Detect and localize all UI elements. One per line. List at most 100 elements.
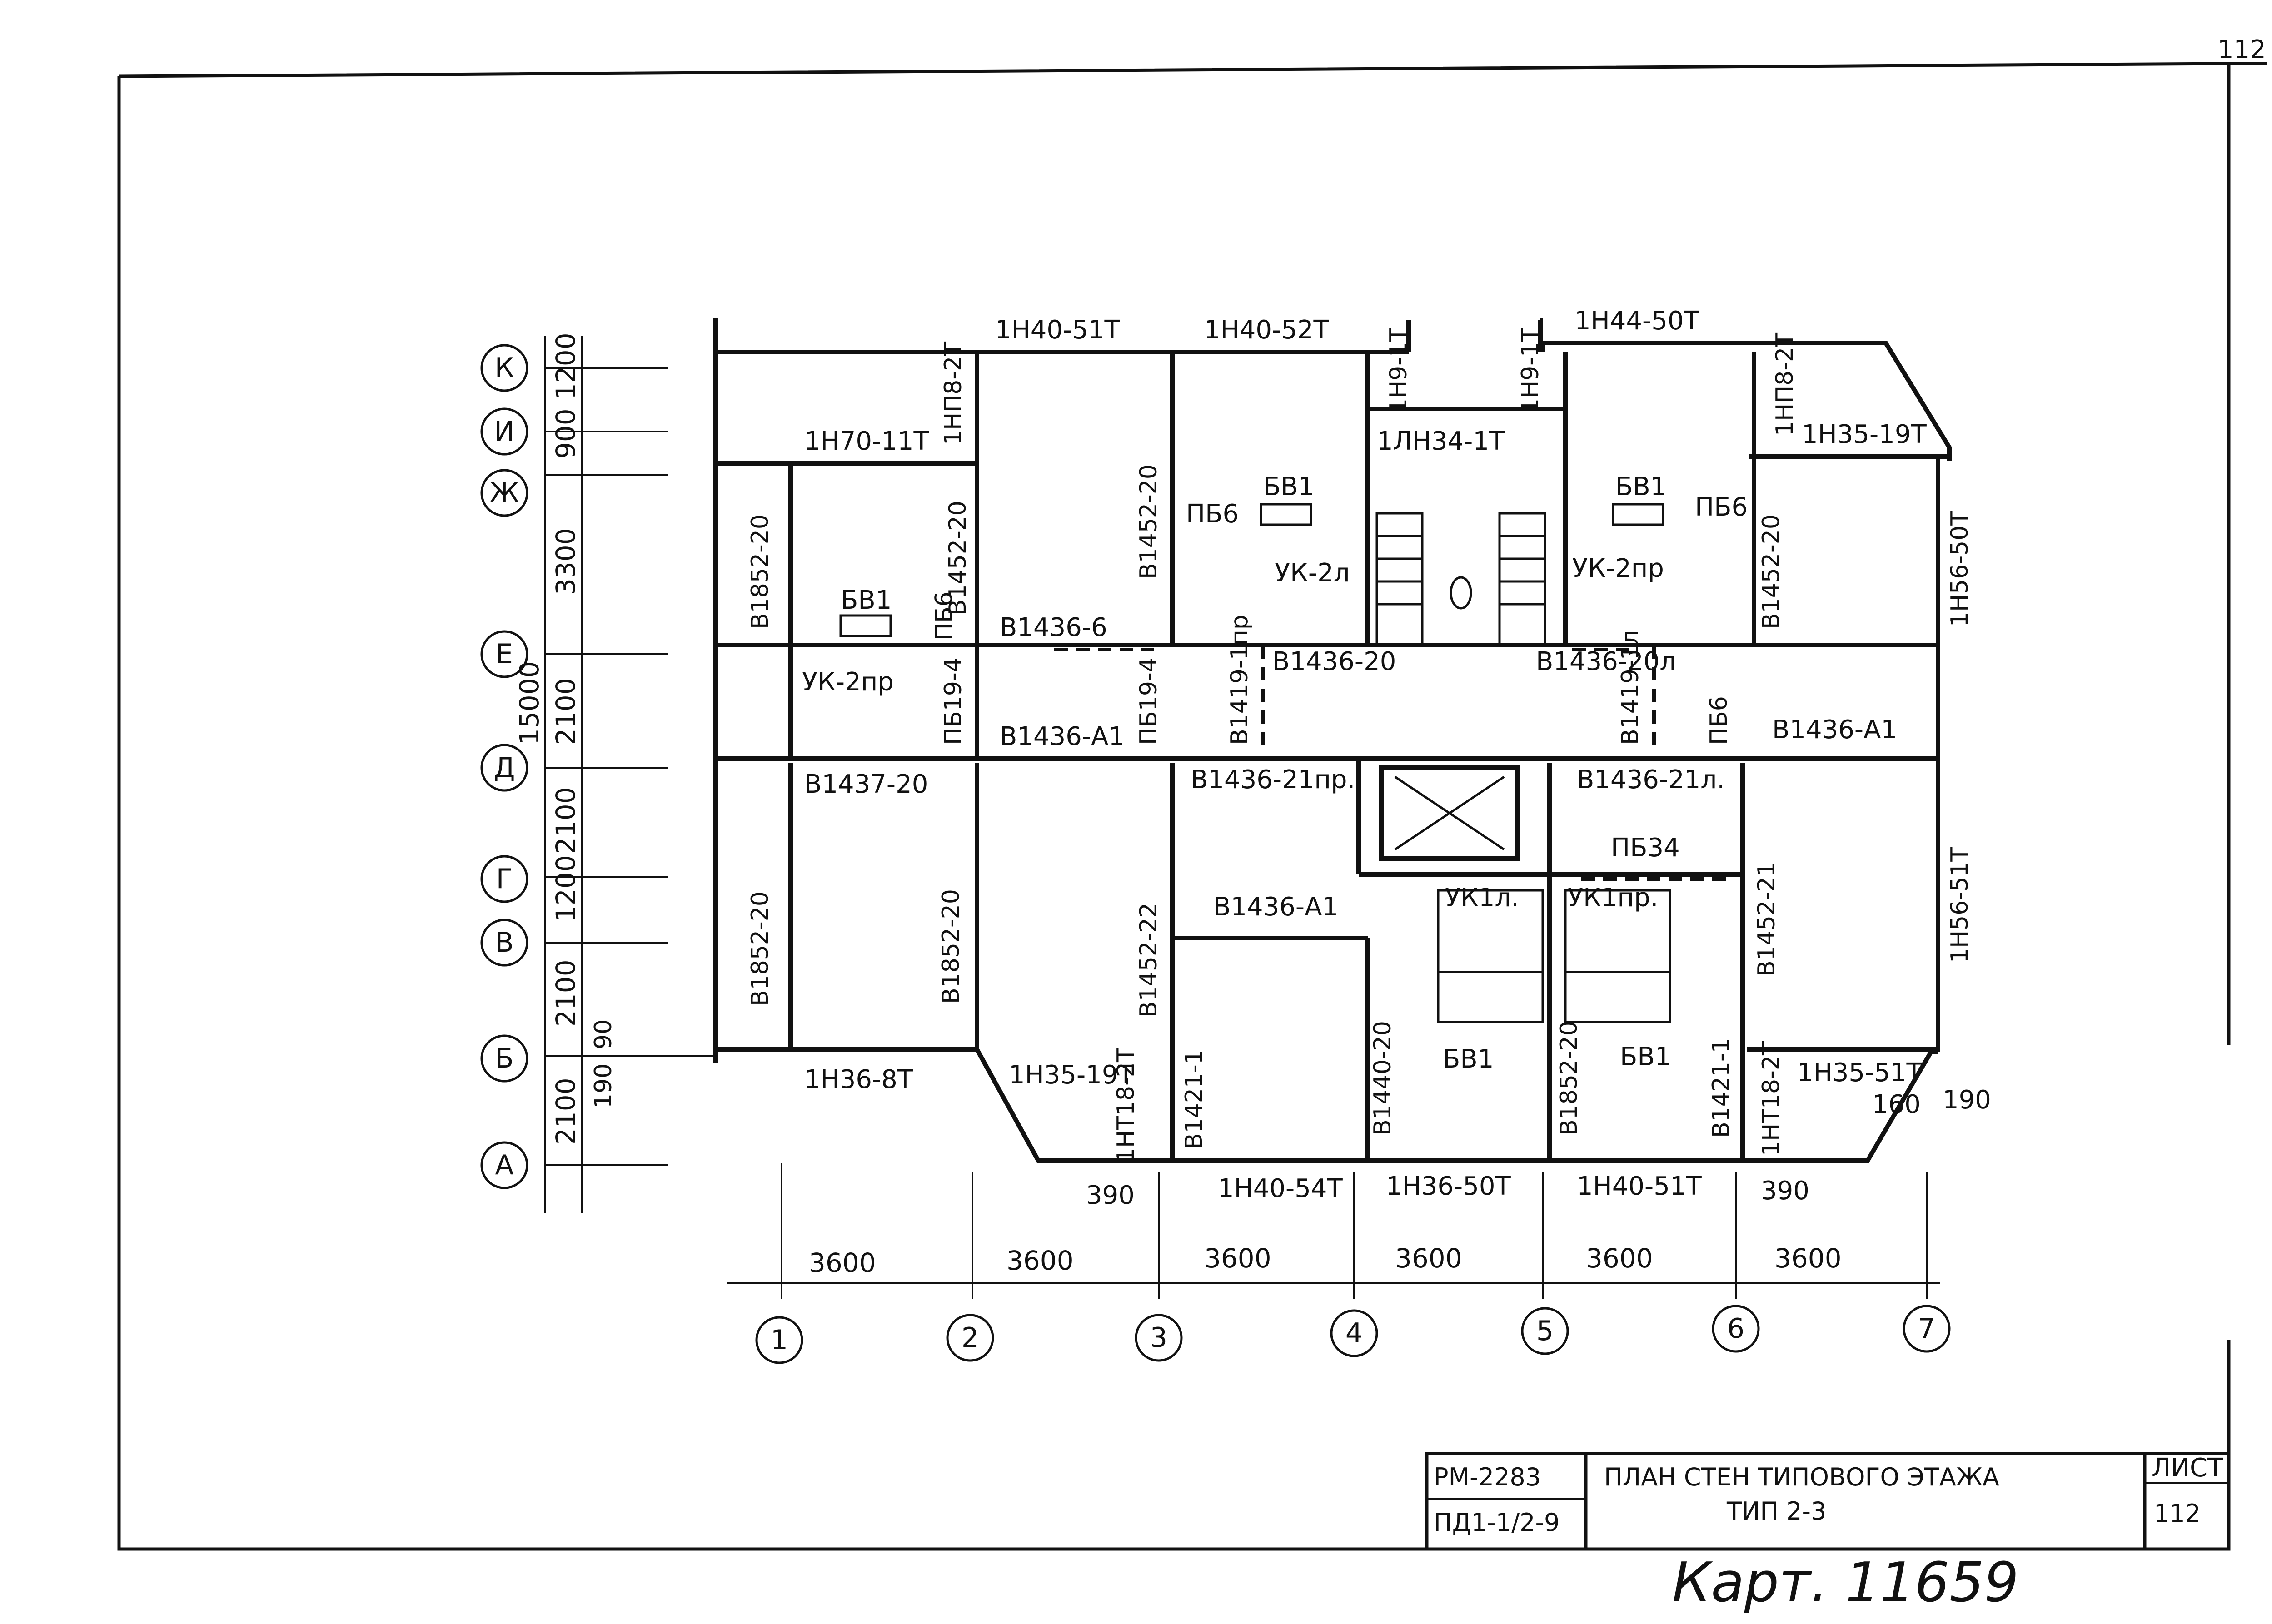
unit-label: УК1л. — [1445, 883, 1519, 913]
dim-row-6: 1200 — [550, 855, 581, 922]
wall-label-v: В1440-20 — [1369, 1021, 1396, 1136]
wall-label-v: В1421-1 — [1708, 1038, 1735, 1138]
svg-text:Е: Е — [496, 638, 513, 670]
wall-label-h: 1Н35-19Т — [1802, 420, 1927, 449]
wall-label-v: В1852-20 — [747, 891, 774, 1006]
row-axes: К И Ж Е Д Г В Б А — [480, 344, 528, 1189]
axis-row-Zh: Ж — [480, 469, 528, 517]
svg-text:И: И — [494, 416, 515, 447]
unit-label: БВ1 — [1620, 1042, 1671, 1072]
svg-text:Ж: Ж — [490, 477, 519, 509]
wall-label-v: В1452-20 — [1135, 464, 1162, 579]
svg-text:5: 5 — [1536, 1315, 1554, 1347]
row-dimensions: 1200 900 3300 2100 2100 1200 2100 2100 1… — [514, 333, 617, 1145]
unit-label: БВ1 — [841, 586, 892, 615]
axis-col-5: 5 — [1521, 1307, 1569, 1355]
dim-overall: 15000 — [514, 661, 545, 745]
wall-labels-horizontal: 1Н40-51Т 1Н40-52Т 1Н44-50Т 1Н70-11Т 1ЛН3… — [804, 306, 1927, 1203]
wall-label-v: В1452-22 — [1135, 903, 1162, 1018]
wall-label-v: 1НП8-2Т — [940, 342, 967, 445]
dim-small-190: 190 — [1943, 1085, 1991, 1115]
axis-row-G: Г — [480, 855, 528, 903]
dim-row-3: 3300 — [550, 528, 581, 595]
svg-text:Д: Д — [494, 752, 515, 784]
wall-label-h: В1436-А1 — [1213, 892, 1338, 922]
wall-label-h: В1436-20л — [1536, 647, 1676, 676]
axis-row-B: Б — [480, 1034, 528, 1083]
wall-label-v: В1419-1л — [1617, 630, 1644, 745]
dim-row-7: 2100 — [550, 959, 581, 1027]
inner-walls — [716, 352, 1938, 1161]
tb-title-2: ТИП 2-3 — [1726, 1497, 1826, 1525]
dim-col-5: 3600 — [1586, 1243, 1653, 1274]
dim-small-160: 160 — [1872, 1090, 1921, 1119]
dim-col-6: 3600 — [1774, 1243, 1842, 1274]
wall-label-h: 1Н35-19Т — [1009, 1060, 1134, 1090]
wall-label-h: В1436-21пр. — [1191, 765, 1355, 795]
wall-label-h: В1436-А1 — [1772, 715, 1897, 745]
shaft-icon — [1450, 576, 1472, 610]
wall-label-h: 1Н36-50Т — [1386, 1172, 1511, 1201]
axis-row-K: К — [480, 344, 528, 392]
unit-label: УК-2пр — [802, 667, 894, 697]
dim-col-4: 3600 — [1395, 1243, 1462, 1274]
wall-label-v: ПБ19-4 — [940, 657, 967, 745]
wall-label-h: В1436-21л. — [1577, 765, 1725, 795]
wall-label-h: 1ЛН34-1Т — [1377, 427, 1505, 456]
svg-text:Г: Г — [496, 863, 513, 895]
wall-label-v: В1419-1пр — [1226, 615, 1253, 745]
signature: Карт. 11659 — [1672, 1551, 2019, 1614]
wall-label-v: В1421-1 — [1181, 1049, 1208, 1149]
tb-sheet-number: 112 — [2154, 1499, 2201, 1528]
wall-label-h: В1436-6 — [1000, 613, 1107, 642]
axis-row-V: В — [480, 919, 528, 967]
wall-label-v: 1Н56-50Т — [1946, 511, 1973, 627]
wall-label-v: В1852-20 — [747, 514, 774, 629]
wall-label-h: ПБ34 — [1611, 833, 1680, 863]
svg-text:2: 2 — [962, 1322, 979, 1354]
wall-label-h: 1Н44-50Т — [1574, 306, 1699, 336]
axis-col-4: 4 — [1330, 1309, 1378, 1357]
svg-text:6: 6 — [1727, 1313, 1744, 1345]
wall-label-v: 1НТ18-2Т — [1112, 1048, 1140, 1163]
dim-row-8: 2100 — [550, 1078, 581, 1145]
svg-text:3: 3 — [1150, 1322, 1167, 1354]
wall-label-v: В1452-21 — [1753, 862, 1780, 977]
svg-text:А: А — [495, 1149, 513, 1181]
axis-row-A: А — [480, 1141, 528, 1189]
wall-label-h: 1Н40-51Т — [995, 315, 1120, 345]
unit-label: УК-2л — [1275, 558, 1350, 588]
vent-units — [839, 503, 1671, 1023]
elevator-shaft — [1379, 765, 1520, 861]
axis-col-3: 3 — [1135, 1314, 1183, 1362]
dim-col-1: 3600 — [809, 1247, 876, 1278]
wall-label-h: 1Н36-8Т — [804, 1065, 913, 1094]
axis-row-D: Д — [480, 744, 528, 792]
dim-row-1: 1200 — [550, 333, 581, 400]
wall-label-v: 1Н9-1Т — [1517, 328, 1544, 413]
wall-label-v: В1852-20 — [937, 889, 965, 1004]
wall-label-v: ПБ6 — [1705, 696, 1733, 745]
tb-title-1: ПЛАН СТЕН ТИПОВОГО ЭТАЖА — [1604, 1463, 1999, 1491]
svg-text:1: 1 — [771, 1324, 788, 1356]
wall-label-h: В1436-А1 — [1000, 722, 1125, 751]
axis-col-6: 6 — [1712, 1305, 1760, 1353]
dim-row-2: 900 — [550, 408, 581, 459]
axis-col-7: 7 — [1903, 1305, 1951, 1353]
unit-label: БВ1 — [1443, 1044, 1494, 1074]
axis-col-1: 1 — [755, 1316, 803, 1364]
dim-small-390-left: 390 — [1086, 1181, 1135, 1210]
column-dimensions: 3600 3600 3600 3600 3600 3600 390 390 16… — [809, 1085, 1991, 1278]
sheet-frame-left-bottom — [117, 76, 2231, 1551]
wall-label-v: ПБ6 — [931, 591, 958, 641]
svg-text:Б: Б — [495, 1043, 513, 1074]
unit-label: ПБ6 — [1186, 499, 1239, 529]
wall-label-h: 1Н35-51Т — [1797, 1058, 1922, 1088]
stairs — [1375, 512, 1546, 646]
wall-label-h: 1Н40-51Т — [1577, 1172, 1702, 1201]
axis-grid — [544, 336, 1940, 1299]
dim-small-1: 90 — [590, 1019, 617, 1049]
unit-labels: БВ1 БВ1 БВ1 БВ1 БВ1 УК-2пр УК-2л УК-2пр … — [802, 472, 1748, 1074]
